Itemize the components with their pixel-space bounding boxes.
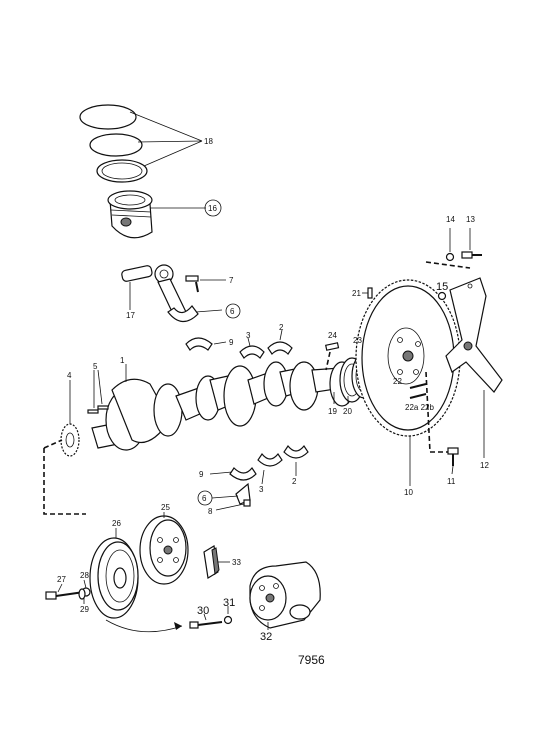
label-6-upper: 6 [230,307,235,316]
label-24: 24 [328,331,337,340]
label-23: 23 [353,336,362,345]
label-20: 20 [343,407,352,416]
dowel-pin [325,342,340,371]
label-6-lower: 6 [202,494,207,503]
label-26: 26 [112,519,121,528]
circle-6b [197,490,213,506]
flex-bolts [425,228,482,475]
label-30: 30 [197,605,209,617]
hub-bolt [45,579,91,604]
label-11: 11 [447,477,456,486]
keys [87,369,109,414]
label-3-upper: 3 [246,331,251,340]
vibration-damper [139,512,189,585]
label-9-upper: 9 [229,338,234,347]
belt-path [43,448,86,515]
label-10: 10 [404,488,413,497]
bearing-shells-upper [185,329,293,359]
label-32: 32 [260,631,272,643]
assembly-arrow [105,619,183,633]
label-2-upper: 2 [279,323,284,332]
label-17: 17 [126,311,135,320]
label-8: 8 [208,507,213,516]
label-2-lower: 2 [292,477,297,486]
leader-18 [129,111,203,167]
label-18: 18 [204,137,213,146]
label-19: 19 [328,407,337,416]
water-pump [249,561,321,630]
label-28: 28 [80,571,89,580]
flywheel [355,279,461,486]
label-9-lower: 9 [199,470,204,479]
flex-plate [445,277,503,458]
piston [107,190,206,239]
label-15: 15 [436,281,448,293]
label-1: 1 [120,356,125,365]
label-3-lower: 3 [259,485,264,494]
label-22ab: 22a 22b [405,403,434,412]
arrow-head [174,622,182,630]
flywheel-bolts [362,287,431,453]
label-27: 27 [57,575,66,584]
crankshaft [91,361,349,451]
figure-number: 7956 [298,653,325,667]
leader-6a [195,309,223,313]
label-22: 22 [393,377,402,386]
part-labels: 1 2 2 3 3 4 5 6 6 7 8 9 9 10 11 12 13 14… [57,137,489,643]
label-7: 7 [229,276,234,285]
label-13: 13 [466,215,475,224]
label-16: 16 [208,204,217,213]
piston-pin [121,265,153,310]
label-5: 5 [93,362,98,371]
label-25: 25 [161,503,170,512]
crank-gear [60,380,80,457]
label-31: 31 [223,597,235,609]
label-4: 4 [67,371,72,380]
label-29: 29 [80,605,89,614]
label-21: 21 [352,289,361,298]
pulley [89,528,139,619]
label-12: 12 [480,461,489,470]
rod-bolt [185,275,226,293]
label-33: 33 [232,558,241,567]
circle-16 [204,199,222,217]
circle-6a [225,303,241,319]
pump-bolt [189,606,233,629]
bearing-shells-lower [209,444,309,511]
piston-rings [79,104,148,183]
spacer-33 [203,545,230,579]
connecting-rod [154,264,199,323]
label-14: 14 [446,215,455,224]
belt-path-top [43,439,63,449]
